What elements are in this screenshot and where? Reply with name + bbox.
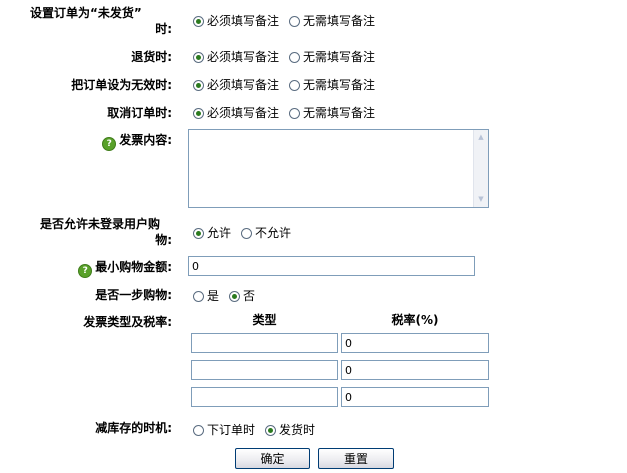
- cancel-radio-required[interactable]: 必须填写备注: [193, 105, 279, 121]
- invoice-content-label-wrap: ?发票内容:: [102, 132, 172, 151]
- one-step-label: 是否一步购物:: [95, 288, 172, 302]
- return-radio-group: 必须填写备注 无需填写备注: [193, 49, 385, 65]
- radio-unchecked-icon: [193, 424, 204, 436]
- radio-checked-icon: [193, 227, 204, 239]
- unshipped-radio-required[interactable]: 必须填写备注: [193, 13, 279, 29]
- radio-unchecked-icon: [289, 107, 301, 119]
- cancel-radio-optional[interactable]: 无需填写备注: [289, 105, 375, 121]
- stock-reduce-radio-ship[interactable]: 发货时: [265, 422, 315, 438]
- return-radio-required[interactable]: 必须填写备注: [193, 49, 279, 65]
- one-step-radio-yes[interactable]: 是: [193, 288, 219, 304]
- guest-buy-radio-allow[interactable]: 允许: [193, 225, 231, 241]
- reset-button[interactable]: 重置: [318, 448, 394, 469]
- radio-checked-icon: [229, 290, 241, 302]
- textarea-scrollbar[interactable]: ▲ ▼: [473, 130, 488, 207]
- min-amount-label-wrap: ?最小购物金额:: [78, 259, 172, 278]
- radio-checked-icon: [193, 51, 204, 63]
- min-amount-input[interactable]: [188, 256, 475, 276]
- one-step-radio-no[interactable]: 否: [229, 288, 255, 304]
- guest-buy-radio-group: 允许 不允许: [193, 225, 301, 241]
- guest-buy-label-line2: 物:: [155, 233, 172, 247]
- unshipped-radio-group: 必须填写备注 无需填写备注: [193, 13, 385, 29]
- invoice-types-label: 发票类型及税率:: [83, 315, 172, 329]
- min-amount-label: 最小购物金额:: [95, 260, 172, 274]
- invoice-rate-input-2[interactable]: [341, 360, 489, 380]
- radio-checked-icon: [193, 79, 204, 91]
- invalid-radio-group: 必须填写备注 无需填写备注: [193, 77, 385, 93]
- invoice-content-label: 发票内容:: [119, 133, 172, 147]
- radio-unchecked-icon: [289, 15, 301, 27]
- invoice-type-input-1[interactable]: [191, 333, 338, 353]
- radio-unchecked-icon: [241, 227, 253, 239]
- invoice-type-input-2[interactable]: [191, 360, 338, 380]
- stock-reduce-radio-order[interactable]: 下订单时: [193, 422, 255, 438]
- unshipped-label-line2: 时:: [155, 22, 172, 36]
- scroll-down-icon[interactable]: ▼: [478, 195, 484, 203]
- invoice-type-input-3[interactable]: [191, 387, 338, 407]
- radio-unchecked-icon: [193, 290, 204, 302]
- radio-unchecked-icon: [289, 79, 301, 91]
- radio-checked-icon: [265, 424, 277, 436]
- invalid-radio-optional[interactable]: 无需填写备注: [289, 77, 375, 93]
- radio-checked-icon: [193, 15, 204, 27]
- cancel-label: 取消订单时:: [107, 106, 172, 120]
- unshipped-radio-optional[interactable]: 无需填写备注: [289, 13, 375, 29]
- help-icon[interactable]: ?: [78, 264, 93, 278]
- confirm-button[interactable]: 确定: [235, 448, 310, 469]
- help-icon[interactable]: ?: [102, 137, 117, 151]
- guest-buy-label-line1: 是否允许未登录用户购: [40, 217, 161, 231]
- invoice-rate-input-3[interactable]: [341, 387, 489, 407]
- stock-reduce-radio-group: 下订单时 发货时: [193, 422, 325, 438]
- radio-checked-icon: [193, 107, 204, 119]
- guest-buy-label: 是否允许未登录用户购 物:: [40, 216, 172, 248]
- unshipped-label: 设置订单为“未发货” 时:: [30, 5, 172, 37]
- return-label: 退货时:: [131, 50, 172, 64]
- invoice-content-textarea[interactable]: ▲ ▼: [188, 129, 489, 208]
- scroll-up-icon[interactable]: ▲: [478, 133, 484, 141]
- radio-unchecked-icon: [289, 51, 301, 63]
- invoice-rate-column-header: 税率(%): [391, 313, 439, 327]
- guest-buy-radio-deny[interactable]: 不允许: [241, 225, 291, 241]
- invoice-rate-input-1[interactable]: [341, 333, 489, 353]
- invalid-label: 把订单设为无效时:: [71, 78, 172, 92]
- return-radio-optional[interactable]: 无需填写备注: [289, 49, 375, 65]
- one-step-radio-group: 是 否: [193, 288, 265, 304]
- stock-reduce-label: 减库存的时机:: [95, 421, 172, 435]
- unshipped-label-line1: 设置订单为“未发货”: [30, 6, 142, 20]
- invalid-radio-required[interactable]: 必须填写备注: [193, 77, 279, 93]
- invoice-type-column-header: 类型: [252, 313, 277, 327]
- cancel-radio-group: 必须填写备注 无需填写备注: [193, 105, 385, 121]
